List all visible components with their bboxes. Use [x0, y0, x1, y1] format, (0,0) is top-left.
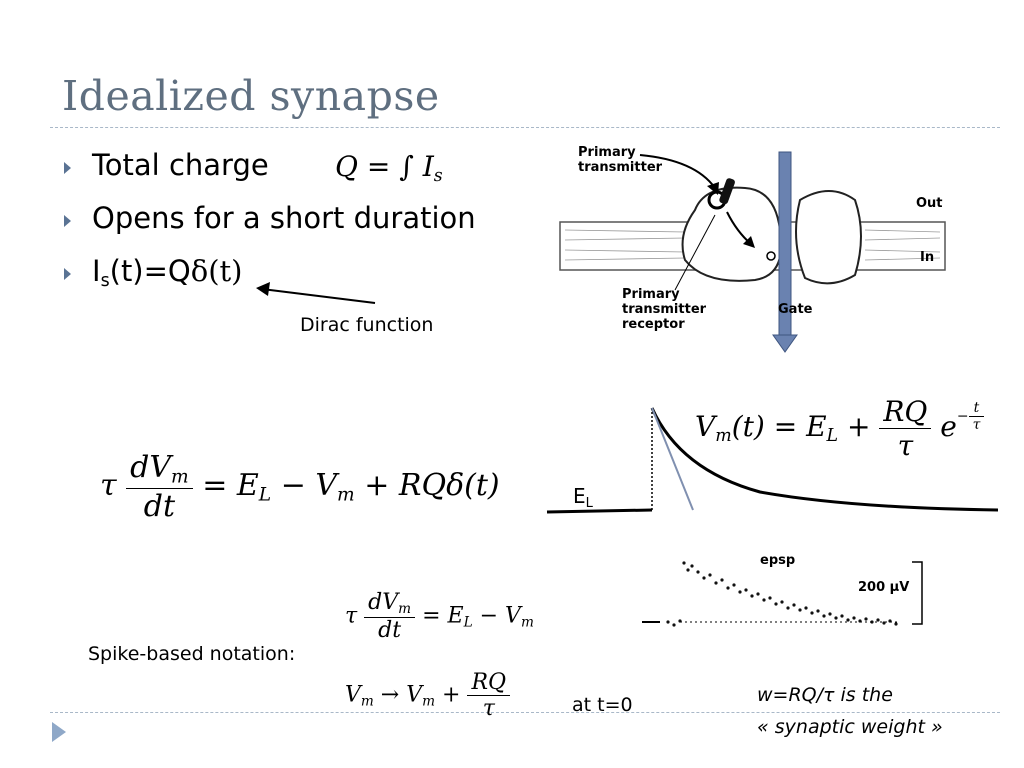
label-primary-transmitter: Primary transmitter: [578, 145, 663, 175]
bottom-divider: [50, 712, 1000, 713]
slide-title: Idealized synapse: [62, 72, 440, 120]
charge-equation: Q = ∫ Is: [335, 150, 443, 187]
bullet-text: Opens for a short duration: [92, 201, 476, 235]
dirac-label: Dirac function: [300, 314, 434, 336]
at-t0-label: at t=0: [572, 694, 633, 716]
weight-line-2: « synaptic weight »: [757, 716, 943, 738]
spike-notation-label: Spike-based notation:: [88, 643, 296, 665]
scale-label: 200 μV: [858, 580, 910, 595]
epsp-label: epsp: [760, 553, 796, 568]
label-receptor: Primary transmitter receptor: [622, 287, 707, 332]
label-out: Out: [916, 196, 943, 211]
el-label: EL: [573, 484, 593, 511]
top-divider: [50, 127, 1000, 128]
weight-line-1: w=RQ/τ is the: [757, 684, 893, 706]
bullet-text: Is(t)=Qδ(t): [92, 254, 243, 292]
label-in: In: [920, 250, 935, 265]
bullet-text: Total charge: [92, 148, 269, 182]
bullet-icon: [64, 268, 71, 280]
label-gate: Gate: [778, 302, 813, 317]
synapse-diagram: [559, 151, 946, 353]
bullet-icon: [64, 215, 71, 227]
nav-arrow-icon[interactable]: [52, 722, 66, 742]
bullet-icon: [64, 162, 71, 174]
